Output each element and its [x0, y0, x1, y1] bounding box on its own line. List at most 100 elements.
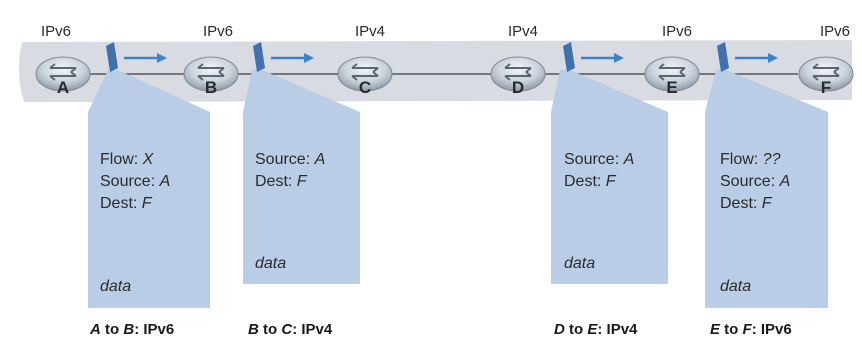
hop-mid: to [101, 321, 124, 338]
datagram-d-e: Source: A Dest: F data D to E: IPv4 [554, 151, 638, 338]
router-protocol-label: IPv6 [820, 23, 850, 40]
flow-value: X [142, 151, 155, 168]
hop-caption: A to B: IPv6 [89, 321, 174, 338]
datagram-e-f: Flow: ?? Source: A Dest: F data E to F: … [710, 151, 792, 338]
router-icon [35, 56, 91, 92]
router-b: IPv6 B [183, 23, 239, 97]
router-protocol-label: IPv4 [355, 23, 385, 40]
hop-mid: to [259, 321, 282, 338]
hop-to: F [743, 321, 753, 338]
source-field: Source: A [100, 173, 170, 190]
hop-protocol: : IPv6 [752, 321, 792, 338]
arrow-head-icon [768, 53, 778, 63]
payload-label: data [100, 278, 131, 295]
source-key: Source: [255, 151, 315, 168]
hop-from: A [89, 321, 101, 338]
router-label: B [205, 78, 217, 97]
dest-field: Dest: F [100, 195, 153, 212]
packet-arrows [124, 53, 778, 63]
router-icon [798, 56, 854, 92]
dest-field: Dest: F [720, 195, 773, 212]
datagram-box-b-c [243, 70, 360, 284]
hop-caption: B to C: IPv4 [248, 321, 333, 338]
routers: IPv6 A IPv6 B IPv4 C IPv4 D IPv6 [35, 23, 854, 97]
source-value: A [779, 173, 791, 190]
router-a: IPv6 A [35, 23, 91, 97]
dest-key: Dest: [100, 195, 142, 212]
router-arrows-icon [658, 63, 686, 81]
source-field: Source: A [564, 151, 634, 168]
packet-flag-icon [253, 42, 265, 72]
dest-value: F [142, 195, 153, 212]
hop-from: D [554, 321, 565, 338]
router-protocol-label: IPv6 [203, 23, 233, 40]
dest-key: Dest: [255, 173, 297, 190]
source-key: Source: [720, 173, 780, 190]
dest-field: Dest: F [255, 173, 308, 190]
hop-protocol: : IPv4 [597, 321, 638, 338]
payload-label: data [564, 255, 595, 272]
flow-field: Flow: X [100, 151, 155, 168]
hop-mid: to [720, 321, 743, 338]
router-protocol-label: IPv6 [41, 23, 71, 40]
packet-flag-icon [717, 42, 729, 72]
dest-key: Dest: [564, 173, 606, 190]
datagram-callouts [88, 70, 828, 308]
hop-caption: E to F: IPv6 [710, 321, 792, 338]
dest-field: Dest: F [564, 173, 617, 190]
hop-mid: to [565, 321, 588, 338]
dest-value: F [762, 195, 773, 212]
router-icon [490, 56, 546, 92]
source-key: Source: [564, 151, 624, 168]
router-icon [183, 56, 239, 92]
router-label: E [666, 78, 677, 97]
hop-from: E [710, 321, 721, 338]
arrow-head-icon [614, 53, 624, 63]
datagram-box-d-e [551, 70, 668, 284]
router-arrows-icon [812, 63, 840, 81]
router-protocol-label: IPv6 [662, 23, 692, 40]
router-e: IPv6 E [644, 23, 700, 97]
hop-protocol: : IPv6 [134, 321, 174, 338]
source-field: Source: A [255, 151, 325, 168]
dest-key: Dest: [720, 195, 762, 212]
router-arrows-icon [197, 63, 225, 81]
flow-key: Flow: [720, 151, 763, 168]
flow-value: ?? [763, 151, 781, 168]
router-c: IPv4 C [337, 23, 393, 97]
payload-label: data [720, 278, 751, 295]
datagram-box-e-f [705, 70, 828, 308]
source-key: Source: [100, 173, 160, 190]
flow-field: Flow: ?? [720, 151, 781, 168]
dest-value: F [297, 173, 308, 190]
hop-caption: D to E: IPv4 [554, 321, 638, 338]
source-field: Source: A [720, 173, 790, 190]
datagram-box-a-b [88, 70, 210, 308]
payload-label: data [255, 255, 286, 272]
router-label: F [821, 78, 831, 97]
source-value: A [314, 151, 326, 168]
router-arrows-icon [49, 63, 77, 81]
router-icon [337, 56, 393, 92]
hop-to: E [587, 321, 598, 338]
router-arrows-icon [351, 63, 379, 81]
packet-flag-icon [106, 42, 118, 72]
hop-to: B [123, 321, 134, 338]
router-protocol-label: IPv4 [508, 23, 538, 40]
hop-to: C [281, 321, 293, 338]
hop-from: B [248, 321, 259, 338]
router-d: IPv4 D [490, 23, 546, 97]
arrow-head-icon [157, 53, 167, 63]
router-arrows-icon [504, 63, 532, 81]
packet-flags [106, 42, 729, 72]
arrow-head-icon [304, 53, 314, 63]
router-label: D [512, 78, 524, 97]
router-f: IPv6 F [798, 23, 854, 97]
source-value: A [623, 151, 635, 168]
flow-key: Flow: [100, 151, 143, 168]
datagram-a-b: Flow: X Source: A Dest: F data A to B: I… [89, 151, 174, 338]
hop-protocol: : IPv4 [292, 321, 333, 338]
dest-value: F [606, 173, 617, 190]
datagram-b-c: Source: A Dest: F data B to C: IPv4 [248, 151, 333, 338]
